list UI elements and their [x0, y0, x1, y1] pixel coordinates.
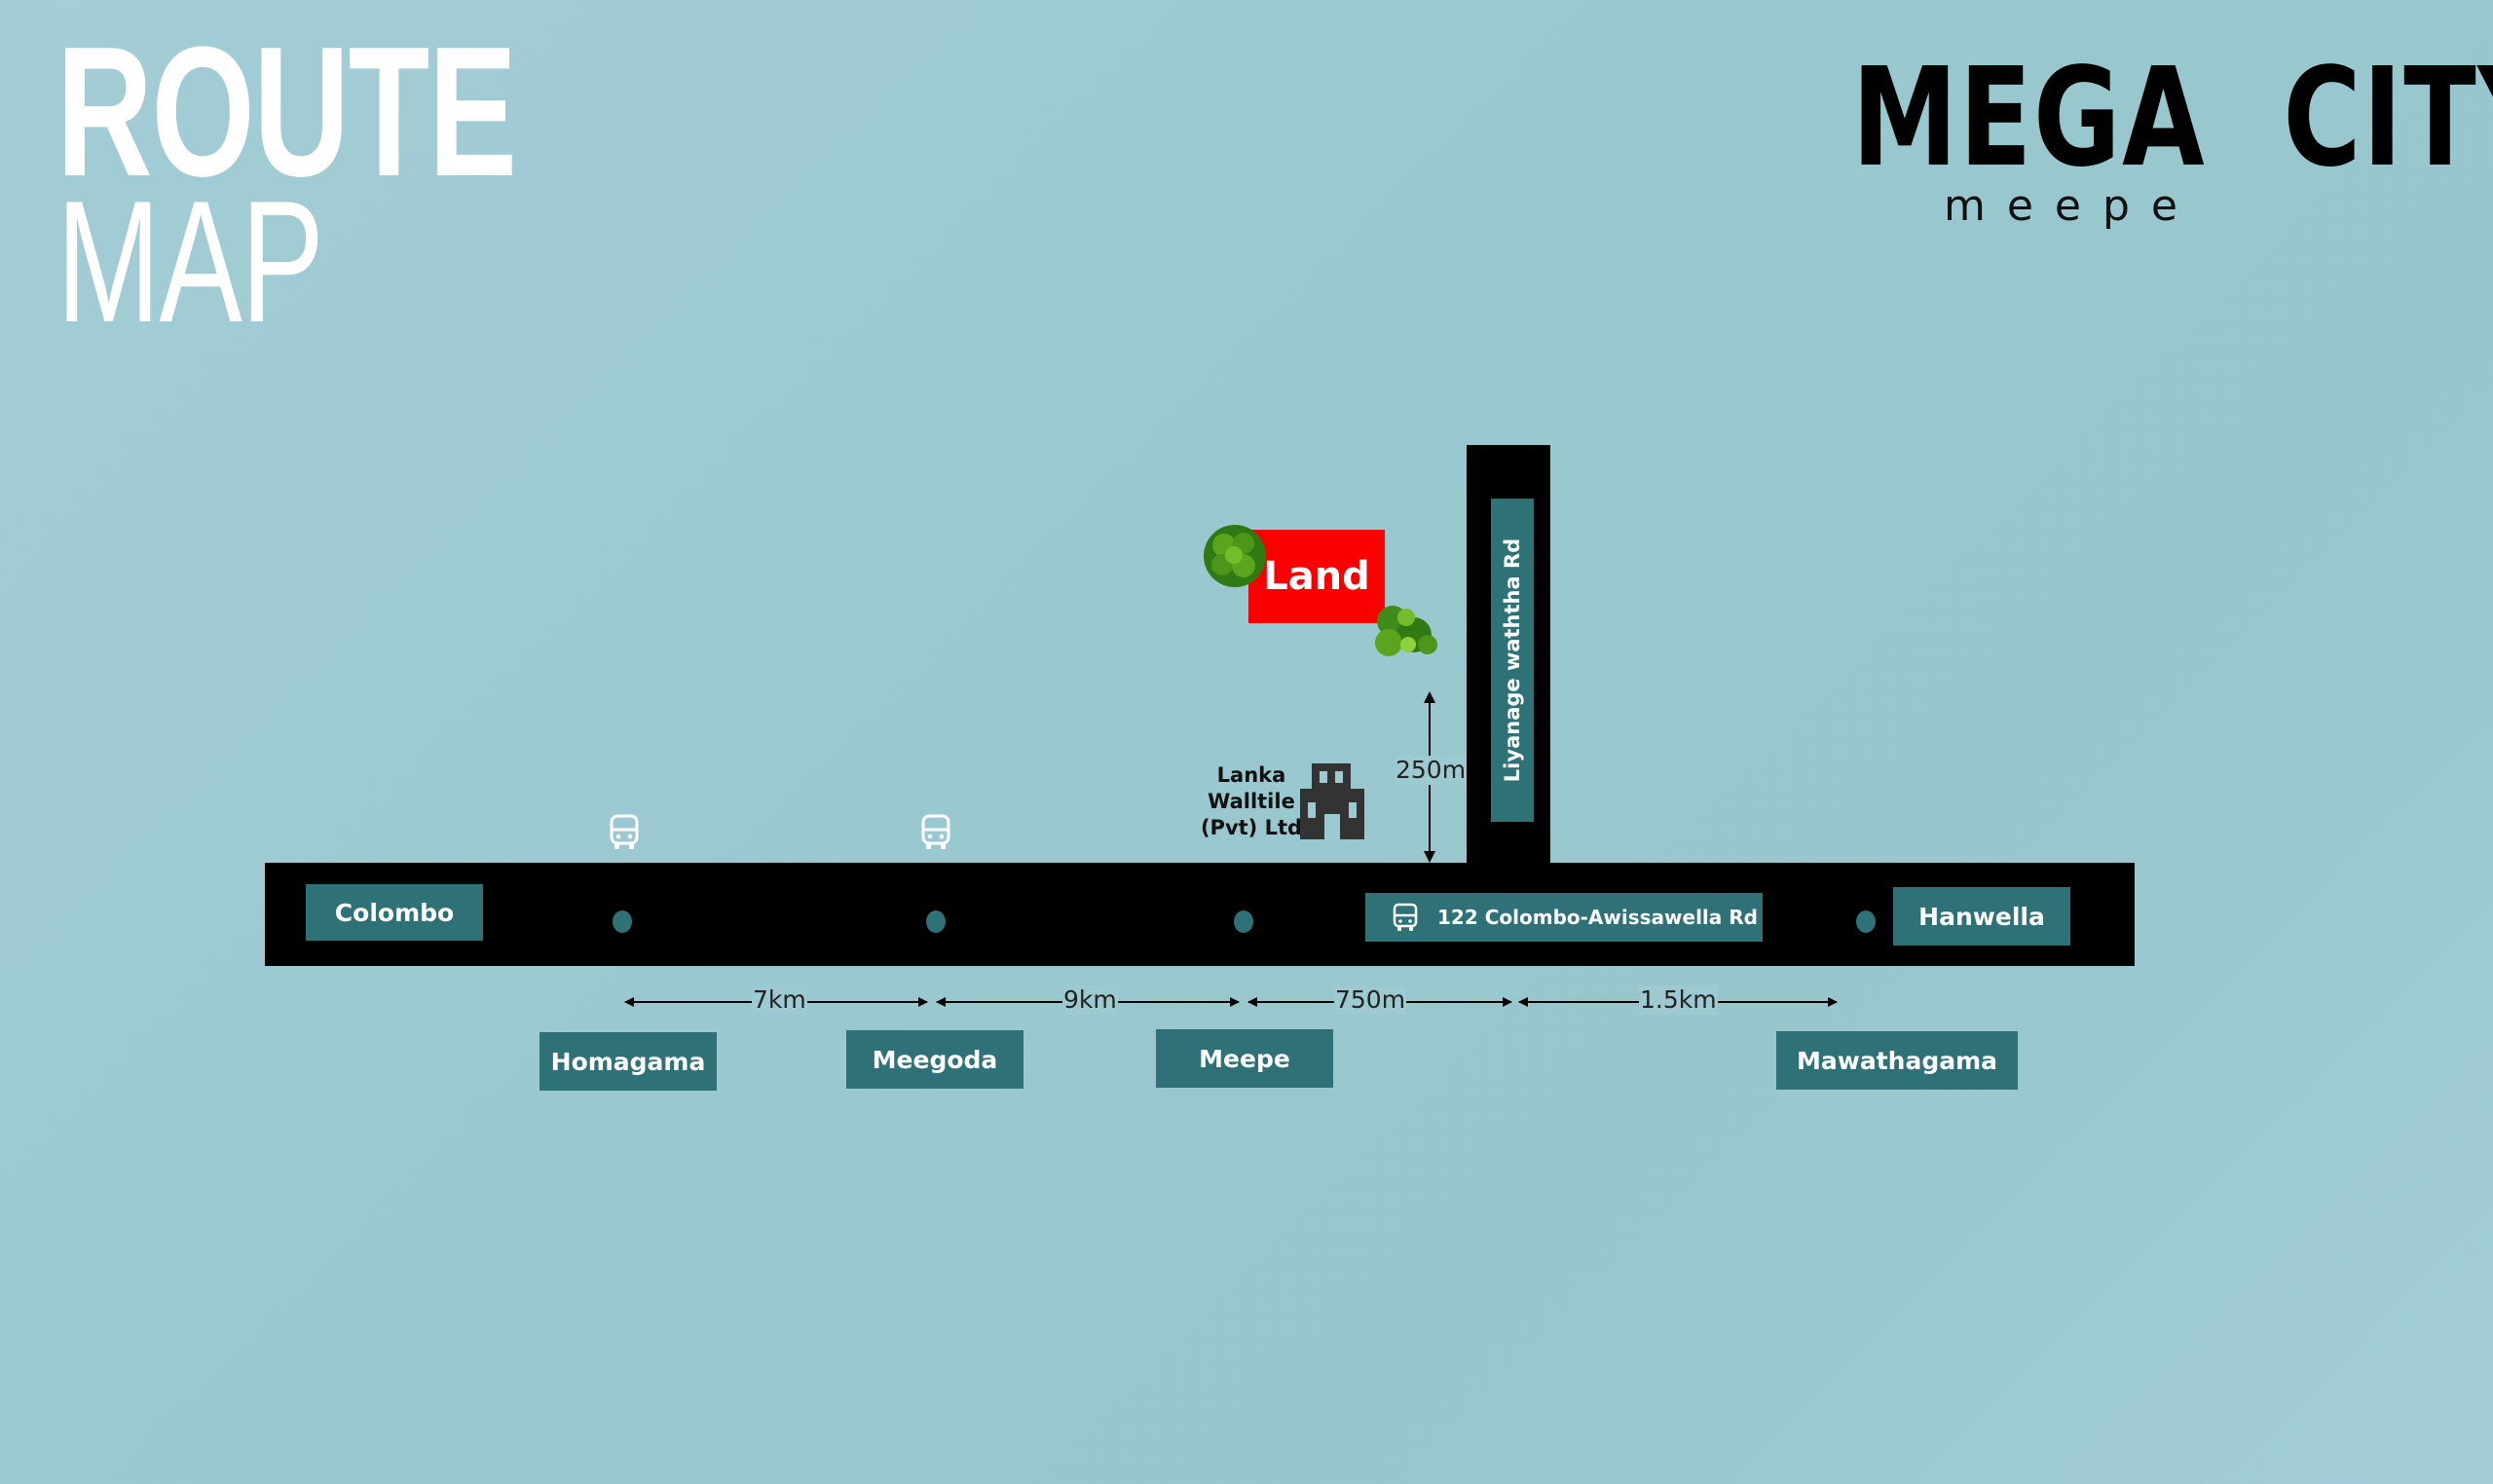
side-distance-label: 250m — [1395, 756, 1468, 785]
bus-icon — [921, 814, 950, 849]
stop-dot — [926, 910, 946, 933]
brand-name: MEGA CITY — [1851, 39, 2493, 198]
main-road — [265, 863, 2135, 966]
stop-dot — [613, 910, 632, 933]
bus-icon — [610, 814, 639, 849]
stop-dot — [1856, 910, 1876, 933]
distance-label: 1.5km — [1639, 985, 1718, 1015]
landmark-line: (Pvt) Ltd — [1200, 816, 1303, 839]
side-road-label: Liyanage waththa Rd — [1491, 499, 1534, 822]
distance-label: 9km — [1062, 985, 1118, 1015]
stop-label: Homagama — [540, 1032, 717, 1091]
distance-label: 750m — [1334, 985, 1407, 1015]
tree-icon — [1375, 606, 1437, 656]
landmark-name: Lanka Walltile (Pvt) Ltd — [1198, 762, 1305, 841]
stop-label: Meepe — [1156, 1029, 1333, 1088]
route-title: ROUTE — [56, 9, 517, 215]
landmark-line: Walltile — [1208, 790, 1295, 813]
side-road-name: Liyanage waththa Rd — [1501, 538, 1525, 783]
landmark-line: Lanka — [1216, 763, 1286, 787]
land-marker: Land — [1248, 530, 1385, 623]
main-road-name: 122 Colombo-Awissawella Rd — [1437, 906, 1758, 929]
stop-label: Meegoda — [846, 1030, 1023, 1089]
bus-icon — [1393, 903, 1418, 931]
colombo-label: Colombo — [306, 884, 483, 941]
distance-label: 7km — [752, 985, 807, 1015]
building-icon — [1300, 763, 1364, 839]
stop-label: Mawathagama — [1776, 1031, 2018, 1090]
main-road-label: 122 Colombo-Awissawella Rd — [1365, 893, 1763, 942]
hanwella-label: Hanwella — [1893, 887, 2070, 946]
stop-dot — [1234, 910, 1253, 933]
tree-icon — [1204, 525, 1266, 587]
map-title: MAP — [56, 165, 324, 358]
brand-subtitle: meepe — [1943, 181, 2199, 231]
